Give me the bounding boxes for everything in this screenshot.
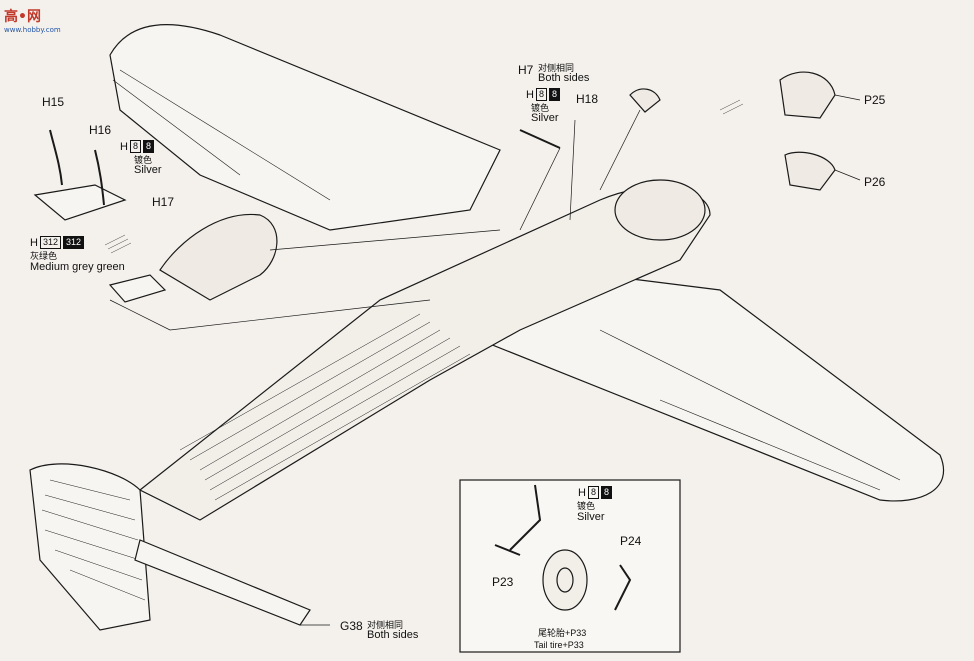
h7-silver-en: Silver <box>531 112 559 124</box>
grey-cn: 灰绿色 <box>30 251 58 261</box>
inset-silver-cn: 镀色 <box>577 501 596 511</box>
label-h7: H7 <box>518 63 534 77</box>
silver-cn: 镀色 <box>134 155 153 165</box>
label-p24: P24 <box>620 534 642 548</box>
label-p23: P23 <box>492 575 514 589</box>
panel-h17 <box>33 184 127 221</box>
part-p25 <box>779 71 836 119</box>
rod-h16 <box>94 149 105 206</box>
rod-h15 <box>49 129 63 186</box>
tail-tire-en: Tail tire+P33 <box>534 640 584 650</box>
label-g38: G38 <box>340 619 363 633</box>
inset-frame <box>459 479 681 653</box>
grey-en: Medium grey green <box>30 261 125 273</box>
tail-wheel-strut <box>509 484 542 551</box>
h7-both-cn: 对侧相同 <box>538 63 575 73</box>
label-p26: P26 <box>864 175 886 189</box>
tail-tire-cn: 尾轮胎+P33 <box>538 628 587 638</box>
engine-cowl <box>614 179 706 241</box>
h7-both-en: Both sides <box>538 72 590 84</box>
label-h18: H18 <box>576 92 599 106</box>
tail-wheel <box>542 549 588 611</box>
watermark-logo: 高•网 www.hobby.com <box>4 9 61 34</box>
panel-small <box>108 274 167 303</box>
label-h15: H15 <box>42 95 65 109</box>
part-p26 <box>784 151 836 191</box>
cockpit-part <box>159 213 278 301</box>
strut-h7 <box>519 129 561 149</box>
lower-wing <box>478 269 945 502</box>
label-p25: P25 <box>864 93 886 107</box>
part-headrest <box>629 88 661 113</box>
label-h16: H16 <box>89 123 112 137</box>
inset-silver-en: Silver <box>577 511 605 523</box>
g38-both-cn: 对侧相同 <box>367 620 404 630</box>
label-h17: H17 <box>152 195 175 209</box>
h7-silver-cn: 镀色 <box>531 103 550 113</box>
tail-fin <box>29 463 151 631</box>
silver-en: Silver <box>134 164 162 176</box>
stabilizer <box>134 539 311 626</box>
part-p24 <box>614 564 632 611</box>
g38-both-en: Both sides <box>367 629 419 641</box>
upper-wing <box>109 24 501 231</box>
